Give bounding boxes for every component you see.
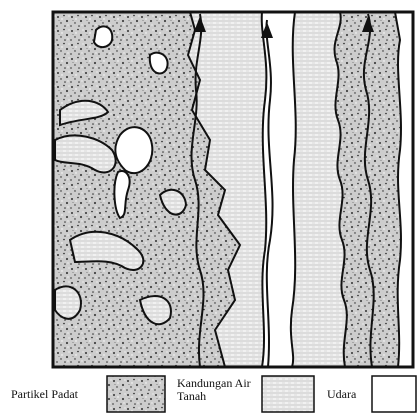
air-channel	[262, 12, 296, 367]
air-strip-right	[395, 12, 413, 367]
air-pocket	[115, 127, 152, 173]
legend-solid-label: Partikel Padat	[11, 388, 78, 401]
legend-air-swatch	[372, 376, 416, 412]
legend-water-swatch	[262, 376, 314, 412]
air-pocket	[94, 26, 112, 47]
legend-water-label: Kandungan Air Tanah	[177, 377, 257, 403]
legend-solid-swatch	[107, 376, 165, 412]
legend-air-label: Udara	[327, 388, 356, 401]
air-pocket	[150, 53, 168, 74]
water-film	[55, 286, 81, 318]
